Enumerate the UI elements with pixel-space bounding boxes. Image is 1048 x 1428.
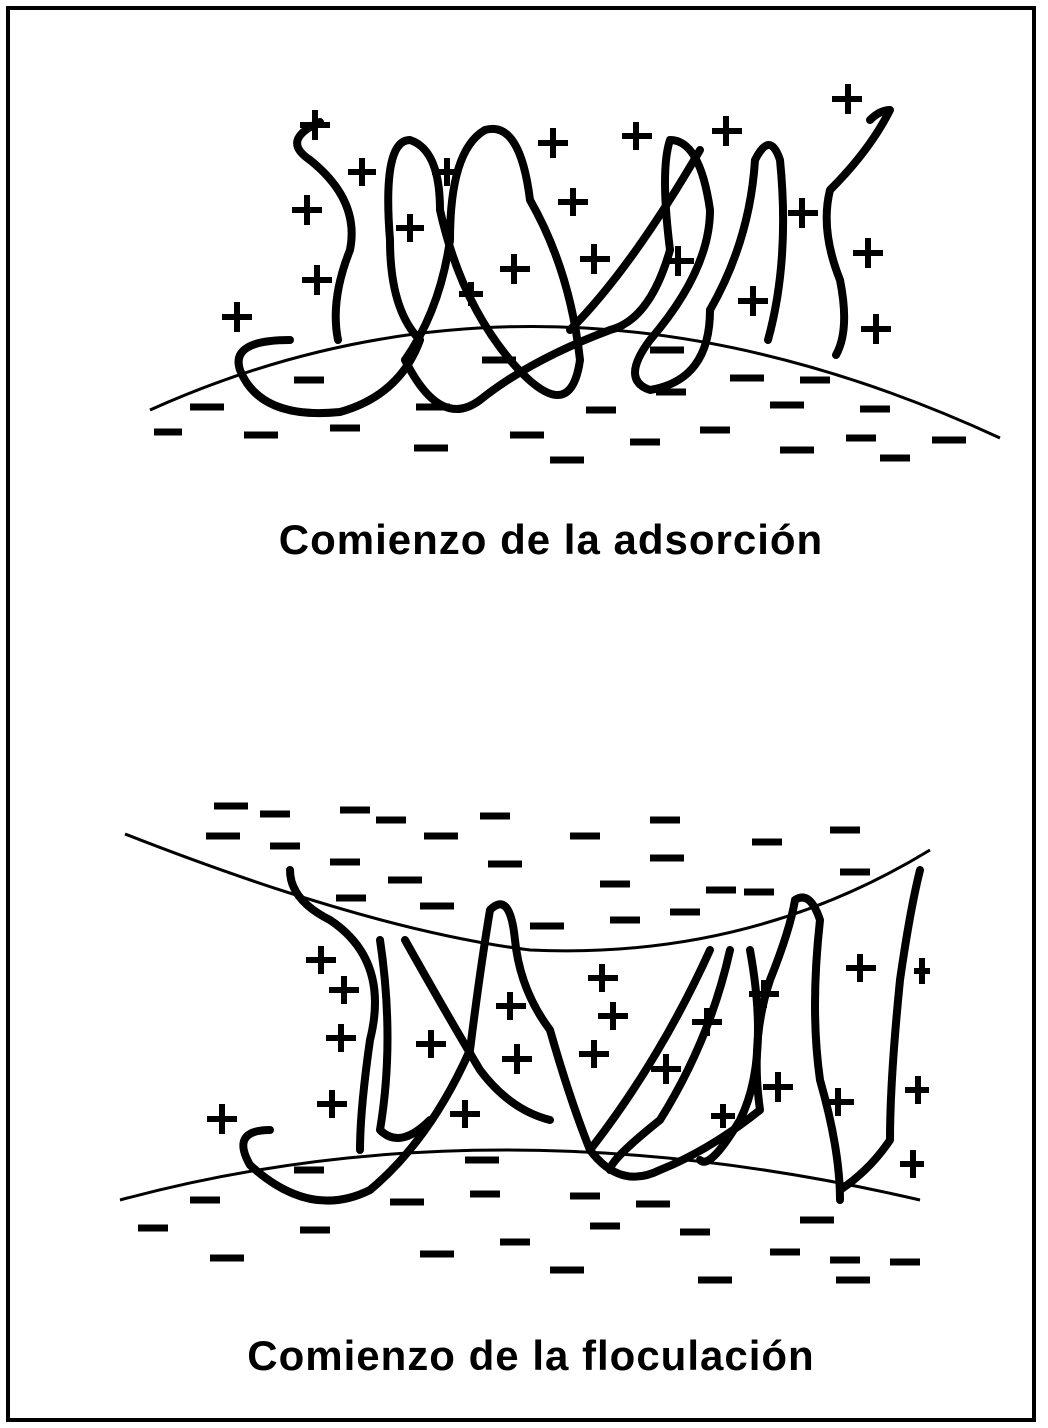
negative-charges — [138, 802, 920, 1284]
positive-charges — [222, 84, 891, 344]
particle-surface-arc — [149, 325, 1001, 440]
flocculation-svg — [119, 802, 931, 1284]
upper-particle-surface-arc — [124, 832, 931, 953]
adsorption-diagram — [10, 10, 1040, 490]
figure-frame: Comienzo de la adsorción — [6, 6, 1036, 1422]
positive-charges — [207, 946, 930, 1178]
adsorption-svg — [149, 84, 1001, 464]
flocculation-caption: Comienzo de la floculación — [247, 1332, 815, 1379]
bridging-polymer-chains — [239, 866, 924, 1205]
lower-particle-surface-arc — [119, 1148, 921, 1202]
polymer-chains — [234, 106, 894, 418]
negative-charges — [154, 346, 966, 464]
adsorption-caption: Comienzo de la adsorción — [278, 516, 824, 563]
flocculation-diagram — [10, 780, 1040, 1320]
